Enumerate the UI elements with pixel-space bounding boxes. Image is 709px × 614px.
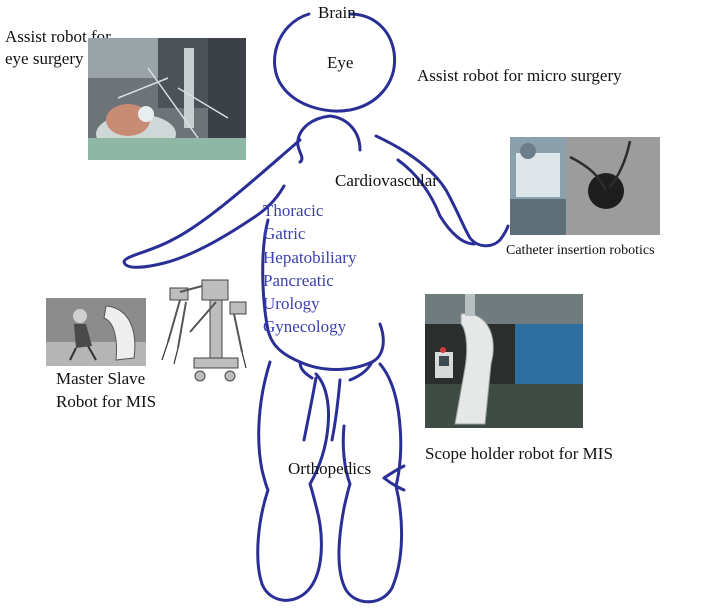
label-eye: Eye bbox=[327, 53, 354, 72]
head-outline bbox=[273, 12, 397, 113]
label-master-slave-line2: Robot for MIS bbox=[56, 392, 157, 411]
label-brain: Brain bbox=[318, 3, 356, 22]
label-master-slave-line1: Master Slave bbox=[56, 369, 146, 388]
organ-item: Hepatobiliary bbox=[263, 247, 357, 267]
organ-item: Thoracic bbox=[263, 201, 324, 220]
right-arm-outline bbox=[374, 134, 510, 248]
catheter-robot-photo bbox=[510, 137, 660, 235]
slave-robot-drawing bbox=[150, 272, 252, 390]
left-arm-outline bbox=[122, 138, 302, 269]
label-cardiovascular: Cardiovascular bbox=[335, 171, 438, 190]
master-console-photo bbox=[46, 298, 146, 366]
label-scope-holder: Scope holder robot for MIS bbox=[425, 444, 613, 463]
organ-item: Urology bbox=[263, 294, 320, 314]
label-eye-surgery-line1: Assist robot for bbox=[5, 27, 111, 46]
organ-list: Thoracic Gatric Hepatobiliary Pancreatic… bbox=[263, 199, 356, 339]
organ-item: Gatric bbox=[263, 224, 306, 244]
eye-surgery-robot-photo bbox=[88, 38, 246, 160]
right-leg-outline bbox=[330, 362, 406, 604]
scope-holder-robot-photo bbox=[425, 294, 583, 428]
organ-item: Gynecology bbox=[263, 317, 347, 337]
label-micro-surgery: Assist robot for micro surgery bbox=[417, 66, 622, 85]
label-catheter: Catheter insertion robotics bbox=[506, 243, 655, 258]
left-leg-outline bbox=[256, 360, 330, 602]
organ-item: Pancreatic bbox=[263, 270, 334, 290]
label-eye-surgery-line2: eye surgery bbox=[5, 49, 84, 68]
label-orthopedics: Orthopedics bbox=[288, 459, 372, 478]
